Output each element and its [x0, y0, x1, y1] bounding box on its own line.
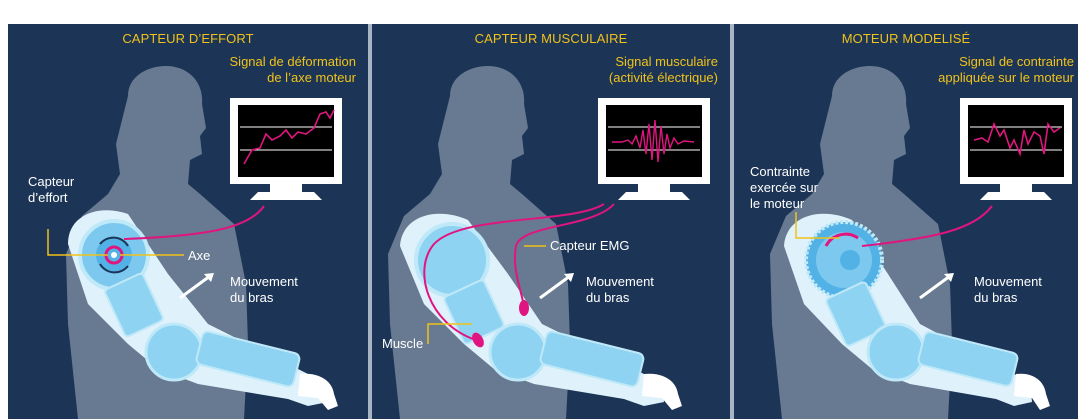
signal-caption-line: appliquée sur le moteur — [938, 70, 1074, 86]
force-sensor-line: Capteur — [28, 174, 74, 190]
movement-label-2: Mouvement du bras — [586, 274, 654, 306]
panel-title-muscle-sensor: CAPTEUR MUSCULAIRE — [372, 31, 730, 46]
signal-caption-line: de l’axe moteur — [230, 70, 356, 86]
movement-label-1: Mouvement du bras — [230, 274, 298, 306]
force-sensor-line: d’effort — [28, 190, 74, 206]
motor-stress-line: le moteur — [750, 196, 818, 212]
force-sensor-label: Capteur d’effort — [28, 174, 74, 206]
elbow-joint — [146, 324, 202, 380]
emg-electrode-2 — [519, 300, 529, 316]
movement-label-3: Mouvement du bras — [974, 274, 1042, 306]
signal-caption-3: Signal de contrainte appliquée sur le mo… — [938, 54, 1074, 86]
motor-stress-label: Contrainte exercée sur le moteur — [750, 164, 818, 212]
movement-line: du bras — [586, 290, 654, 306]
movement-line: du bras — [974, 290, 1042, 306]
signal-caption-1: Signal de déformation de l’axe moteur — [230, 54, 356, 86]
panel-modeled-motor: MOTEUR MODELISÉ Signal de contrainte app… — [734, 24, 1078, 419]
movement-line: du bras — [230, 290, 298, 306]
signal-caption-line: Signal de déformation — [230, 54, 356, 70]
signal-caption-line: (activité électrique) — [609, 70, 718, 86]
monitor-screen — [968, 105, 1064, 177]
signal-caption-line: Signal de contrainte — [938, 54, 1074, 70]
signal-caption-2: Signal musculaire (activité électrique) — [609, 54, 718, 86]
elbow-joint — [868, 324, 924, 380]
emg-sensor-label: Capteur EMG — [550, 238, 629, 254]
axe-label: Axe — [188, 248, 210, 264]
panel-muscle-sensor: CAPTEUR MUSCULAIRE Signal musculaire (ac… — [372, 24, 730, 419]
panel-title-force-sensor: CAPTEUR D’EFFORT — [8, 31, 368, 46]
movement-line: Mouvement — [230, 274, 298, 290]
motor-stress-line: Contrainte — [750, 164, 818, 180]
signal-caption-line: Signal musculaire — [609, 54, 718, 70]
panel-title-modeled-motor: MOTEUR MODELISÉ — [734, 31, 1078, 46]
elbow-joint — [490, 324, 546, 380]
panel-force-sensor: CAPTEUR D’EFFORT Signal de déformation d… — [8, 24, 368, 419]
muscle-label: Muscle — [382, 336, 423, 352]
movement-line: Mouvement — [586, 274, 654, 290]
movement-line: Mouvement — [974, 274, 1042, 290]
motor-stress-line: exercée sur — [750, 180, 818, 196]
